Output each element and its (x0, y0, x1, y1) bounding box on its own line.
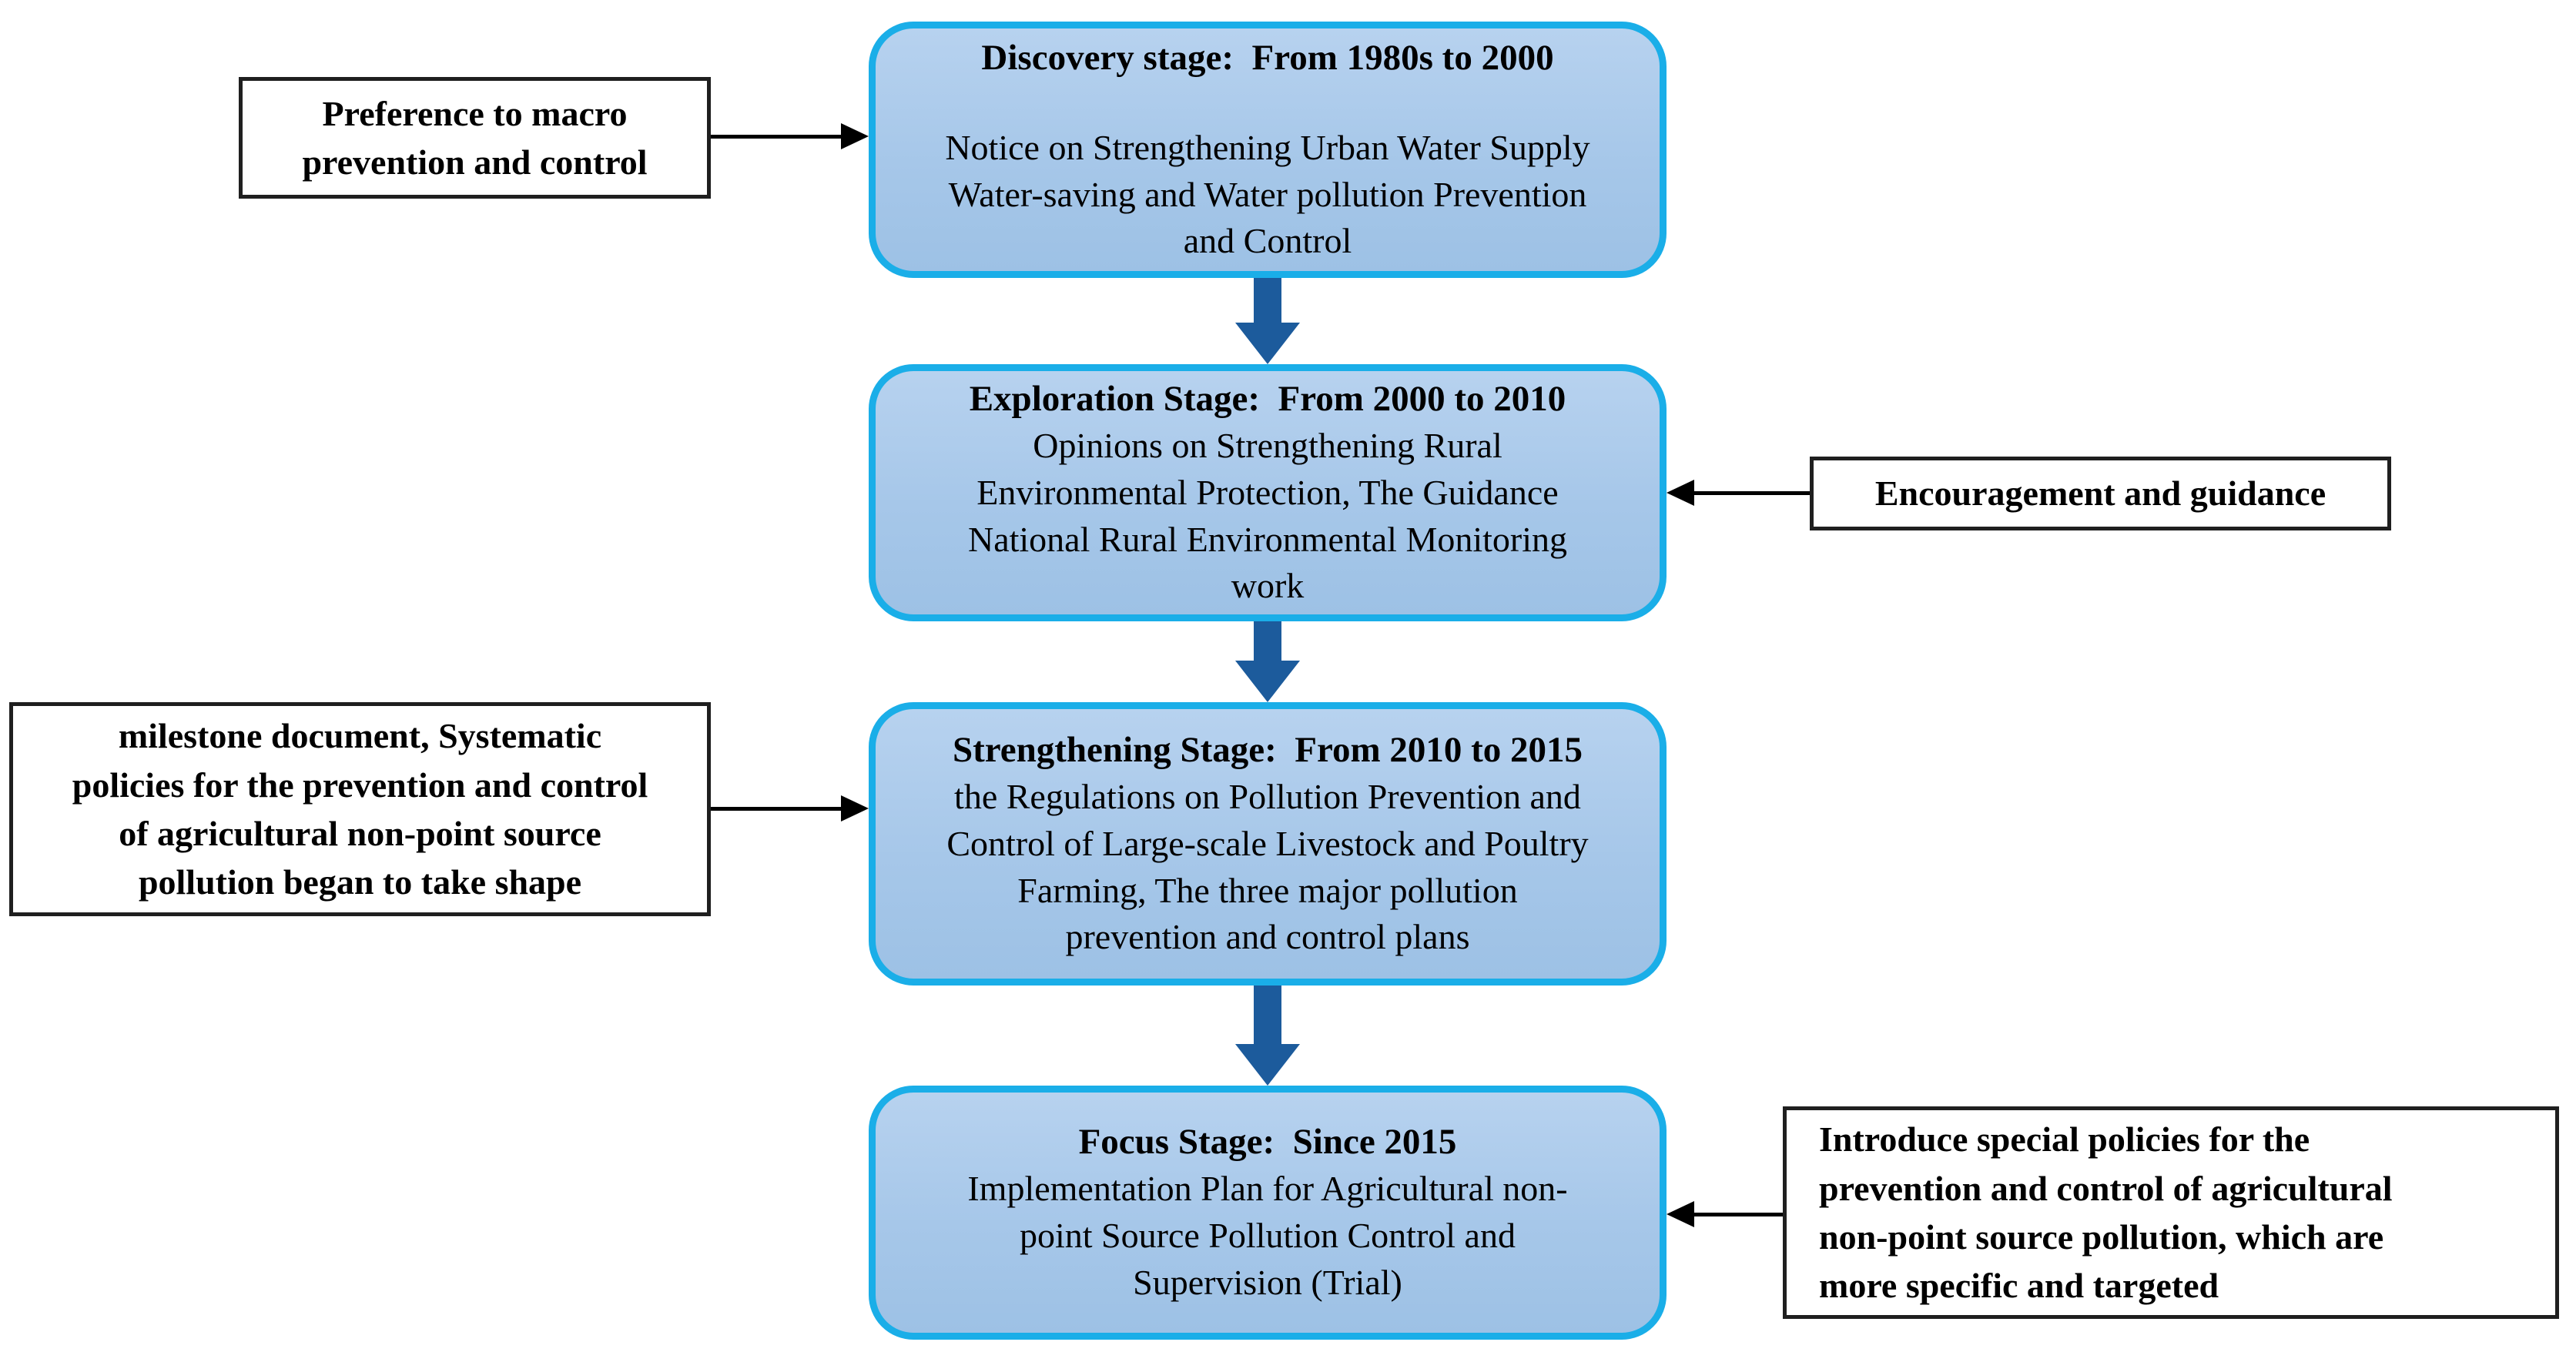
arrow-head (1667, 480, 1694, 506)
stage-body: Implementation Plan for Agricultural non… (967, 1169, 1568, 1302)
arrow-head (841, 795, 869, 822)
stage-body: Notice on Strengthening Urban Water Supp… (945, 127, 1590, 261)
arrow-shaft (711, 806, 841, 811)
arrow-head (841, 123, 869, 149)
stage-title: Focus Stage: Since 2015 (1078, 1122, 1457, 1163)
arrow-right-icon (711, 123, 869, 149)
stage-title: Discovery stage: From 1980s to 2000 (981, 37, 1554, 78)
arrow-left-icon (1667, 1201, 1783, 1227)
note-special-policies: Introduce special policies for the preve… (1783, 1106, 2559, 1319)
arrow-head (1235, 1044, 1300, 1086)
stage-box-focus: Focus Stage: Since 2015 Implementation P… (869, 1086, 1667, 1340)
arrow-right-icon (711, 795, 869, 822)
note-text: milestone document, Systematic policies … (72, 716, 648, 902)
arrow-head (1667, 1201, 1694, 1227)
stage-title: Strengthening Stage: From 2010 to 2015 (952, 730, 1583, 771)
arrow-head (1235, 323, 1300, 364)
arrow-stem (1254, 986, 1281, 1044)
arrow-stem (1254, 621, 1281, 661)
arrow-shaft (711, 134, 841, 139)
note-text: Encouragement and guidance (1874, 474, 2326, 514)
stage-body: the Regulations on Pollution Prevention … (946, 777, 1589, 957)
note-preference-macro: Preference to macro prevention and contr… (239, 77, 711, 199)
stage-box-strengthening: Strengthening Stage: From 2010 to 2015 t… (869, 702, 1667, 986)
stage-body: Opinions on Strengthening Rural Environm… (967, 426, 1568, 606)
arrow-left-icon (1667, 480, 1810, 506)
stage-box-exploration: Exploration Stage: From 2000 to 2010 Opi… (869, 364, 1667, 621)
arrow-down-icon (1235, 278, 1300, 364)
arrow-shaft (1694, 490, 1810, 495)
arrow-shaft (1694, 1212, 1783, 1216)
note-text: Preference to macro prevention and contr… (302, 93, 648, 182)
arrow-down-icon (1235, 621, 1300, 702)
arrow-stem (1254, 278, 1281, 323)
note-text: Introduce special policies for the preve… (1819, 1119, 2393, 1306)
stage-title: Exploration Stage: From 2000 to 2010 (969, 379, 1566, 420)
note-encouragement-guidance: Encouragement and guidance (1810, 457, 2391, 530)
note-milestone-document: milestone document, Systematic policies … (9, 702, 711, 916)
arrow-head (1235, 661, 1300, 702)
stage-box-discovery: Discovery stage: From 1980s to 2000 Noti… (869, 22, 1667, 278)
arrow-down-icon (1235, 986, 1300, 1086)
